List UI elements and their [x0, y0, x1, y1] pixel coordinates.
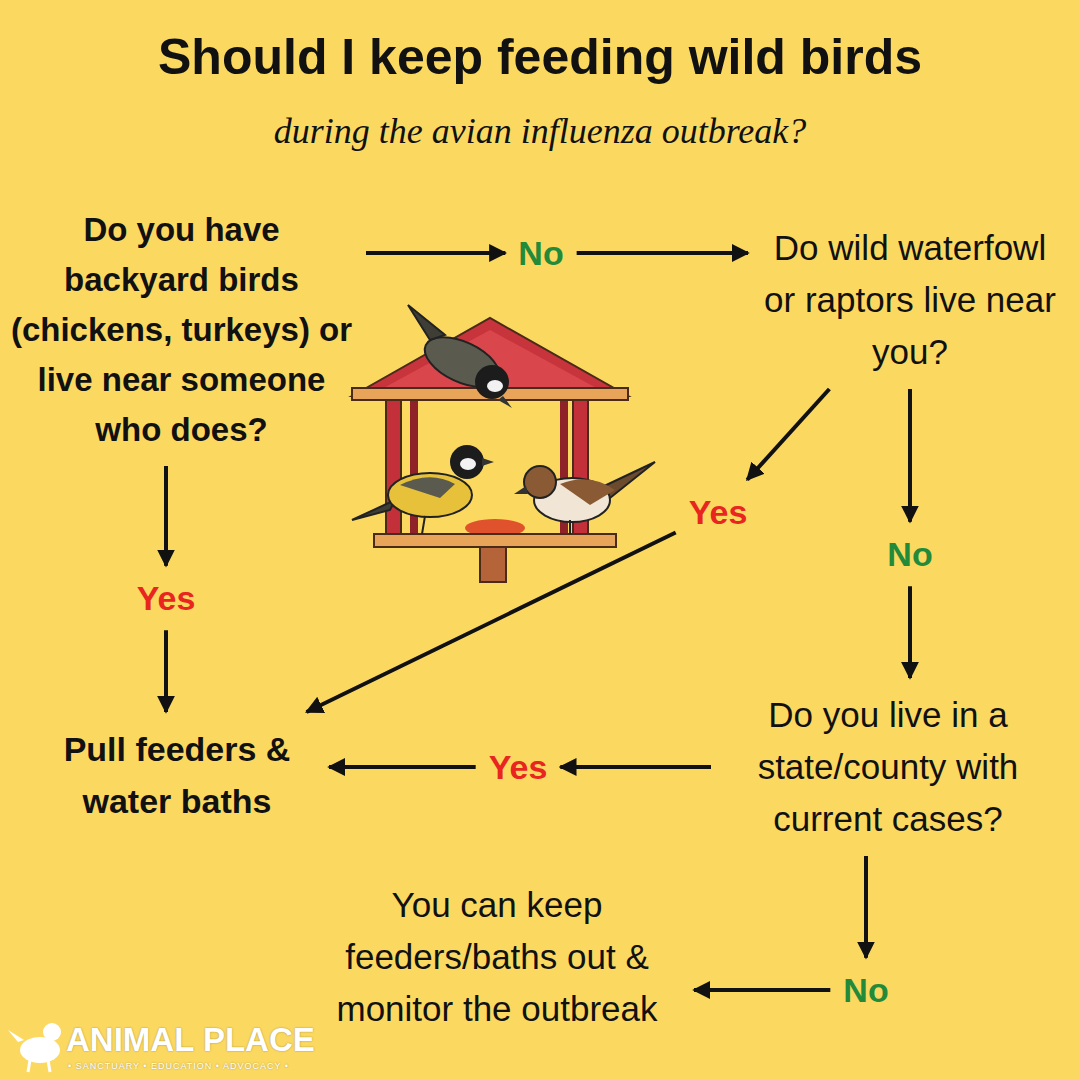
logo-icon: [8, 1023, 61, 1072]
bird-on-roof: [408, 305, 512, 408]
bird-wing: [560, 479, 615, 505]
flow-arrow: [577, 251, 748, 255]
node-text: No: [843, 969, 888, 1012]
outcome-text-box: You can keep feeders/baths out & monitor…: [307, 875, 687, 1039]
flow-arrow: [747, 389, 829, 480]
bird-wing: [400, 477, 455, 498]
subtitle: during the avian influenza outbreak?: [274, 110, 807, 153]
bird-cheek: [460, 458, 476, 470]
answer-yes: Yes: [683, 487, 754, 538]
flow-arrow: [164, 630, 168, 712]
logo-animal-leg: [28, 1060, 30, 1072]
flow-arrow: [164, 466, 168, 566]
node-text: Pull feeders & water baths: [38, 723, 316, 827]
node-text: No: [887, 533, 932, 576]
bird-feeder: [352, 318, 628, 582]
answer-no: No: [881, 529, 938, 580]
node-text: Do you have backyard birds (chickens, tu…: [10, 205, 353, 455]
bird-tail: [352, 500, 395, 520]
flow-arrow: [366, 251, 505, 255]
feeder-pole: [480, 546, 506, 582]
bird-right: [514, 462, 655, 534]
decision-text-box: Do you have backyard birds (chickens, tu…: [4, 201, 359, 459]
decision-text-box: Do you live in a state/county with curre…: [718, 685, 1058, 849]
answer-yes: Yes: [131, 573, 202, 624]
bird-beak: [482, 458, 494, 466]
node-text: Do you live in a state/county with curre…: [724, 689, 1052, 845]
bird-head: [450, 445, 484, 479]
bird-head: [524, 466, 556, 498]
answer-no: No: [512, 228, 569, 279]
feeder-post: [386, 396, 401, 538]
node-text: Yes: [137, 577, 196, 620]
bird-leg: [422, 516, 425, 534]
logo-animal-leg: [48, 1060, 50, 1072]
flow-arrow: [864, 856, 868, 958]
bird-leg: [569, 520, 571, 534]
node-text: Yes: [689, 491, 748, 534]
answer-yes: Yes: [483, 742, 554, 793]
logo-animal-tail: [8, 1030, 24, 1042]
bird-body: [388, 473, 472, 517]
flow-arrow: [694, 988, 830, 992]
node-text: No: [518, 232, 563, 275]
flow-arrow: [908, 389, 912, 522]
flow-arrow: [307, 533, 676, 712]
logo-name: ANIMAL PLACE: [66, 1020, 315, 1060]
title: Should I keep feeding wild birds: [158, 27, 922, 87]
bird-beak: [498, 396, 512, 408]
logo-tagline: • SANCTUARY • EDUCATION • ADVOCACY •: [68, 1061, 289, 1072]
bird-head: [475, 365, 509, 399]
node-text: You can keep feeders/baths out & monitor…: [313, 879, 681, 1035]
flow-arrow: [560, 765, 711, 769]
bird-left: [352, 445, 494, 534]
bird-cheek: [487, 380, 503, 392]
flow-arrow: [329, 765, 476, 769]
feeder-platform: [374, 534, 616, 547]
flow-arrow: [908, 586, 912, 678]
node-text: Yes: [489, 746, 548, 789]
node-text: Do wild waterfowl or raptors live near y…: [761, 222, 1059, 378]
bird-tail: [408, 305, 445, 340]
answer-no: No: [837, 965, 894, 1016]
bird-beak: [514, 486, 528, 494]
logo-animal-head: [43, 1023, 61, 1041]
outcome-text-box: Pull feeders & water baths: [32, 719, 322, 831]
logo-animal-body: [20, 1037, 60, 1063]
decision-text-box: Do wild waterfowl or raptors live near y…: [755, 218, 1065, 382]
